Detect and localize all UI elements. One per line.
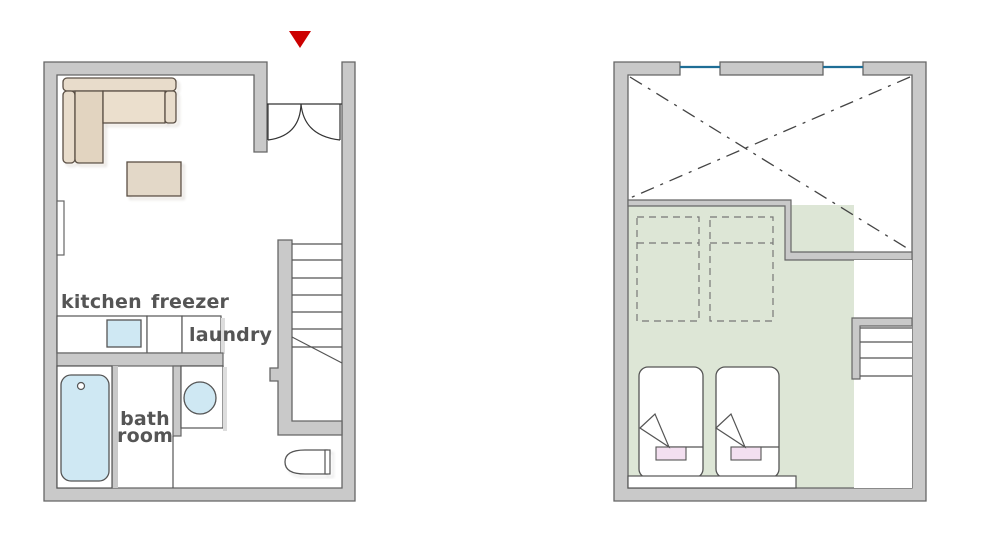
laundry-label: laundry	[189, 324, 273, 346]
exterior-walls-upper	[613, 61, 927, 502]
ground-floor-plan	[43, 31, 356, 502]
upper-staircase	[851, 260, 913, 488]
toilet	[284, 449, 331, 475]
coffee-table	[126, 161, 182, 197]
bath-partition	[112, 366, 118, 488]
staircase	[269, 239, 343, 436]
bed-shelf	[627, 475, 797, 489]
laundry-shadow	[221, 318, 225, 354]
bathroom-label: bath room	[117, 408, 174, 447]
entrance-double-door	[267, 103, 342, 141]
bathroom-label-line1: bath	[120, 408, 170, 430]
single-bed-1	[638, 366, 704, 479]
entrance-triangle-icon	[289, 31, 311, 48]
washing-machine	[180, 365, 227, 431]
single-bed-2	[715, 366, 780, 479]
skylights	[636, 216, 774, 322]
kitchen-sink	[106, 319, 142, 348]
radiator	[56, 200, 65, 256]
interior-walls	[56, 352, 224, 437]
bathroom-label-line2: room	[117, 425, 174, 447]
kitchen-label: kitchen	[61, 291, 142, 313]
freezer-label: freezer	[151, 291, 230, 313]
upper-floor-plan	[613, 61, 927, 502]
void-over-living	[629, 76, 911, 251]
bathtub	[56, 365, 113, 489]
corner-sofa	[62, 77, 177, 164]
